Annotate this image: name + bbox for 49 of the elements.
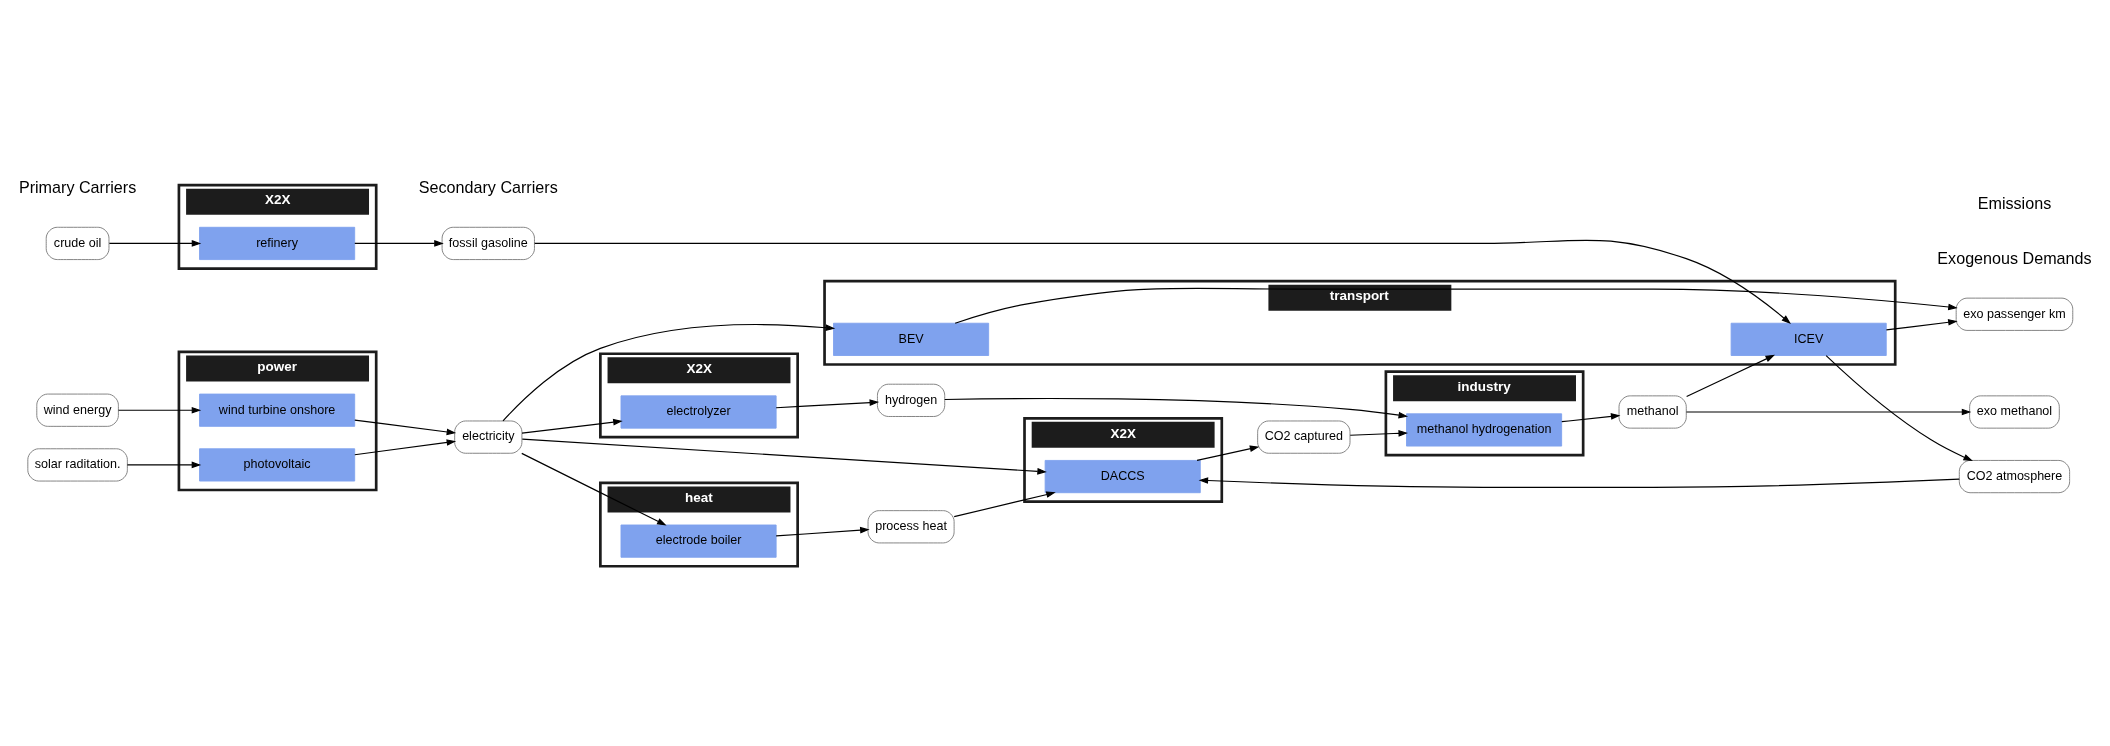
node-box: photovoltaic — [199, 448, 356, 482]
node-box: electrolyzer — [620, 395, 777, 429]
arrow — [1885, 319, 1958, 331]
arrow — [354, 240, 444, 247]
arrow — [775, 399, 880, 409]
arrow — [521, 452, 667, 526]
arrow — [1825, 355, 1973, 462]
arrow — [1349, 430, 1408, 437]
node-box: electrode boiler — [620, 524, 777, 558]
arrow — [521, 418, 623, 434]
arrow — [954, 287, 1958, 324]
arrow — [953, 491, 1056, 518]
arrow — [1196, 445, 1260, 461]
node-box: CO2 atmosphere — [1958, 460, 2071, 494]
arrow — [775, 526, 870, 537]
node-box: electricity — [454, 420, 523, 454]
node-box: exo methanol — [1969, 395, 2060, 429]
label: Exogenous Demands — [1937, 248, 2092, 267]
node-box: refinery — [199, 226, 356, 260]
label: Primary Carriers — [18, 177, 137, 196]
node-box: DACCS — [1044, 460, 1201, 494]
arrow — [1561, 413, 1621, 423]
arrow — [502, 324, 836, 422]
node-box: methanol — [1618, 395, 1687, 429]
node-box: crude oil — [45, 226, 110, 260]
node-box: BEV — [833, 322, 990, 356]
node-box: process heat — [867, 510, 955, 544]
arrow — [1198, 477, 1960, 488]
arrow — [126, 461, 202, 469]
node-box: hydrogen — [877, 383, 946, 417]
arrow — [1686, 354, 1775, 397]
node-box: wind turbine onshore — [199, 393, 356, 427]
arrow — [1685, 408, 1972, 416]
label: Emissions — [1977, 193, 2052, 212]
node-box: CO2 captured — [1257, 420, 1351, 454]
node-box: ICEV — [1730, 322, 1887, 356]
arrow — [521, 438, 1047, 475]
label: Secondary Carriers — [418, 177, 558, 196]
arrow — [944, 397, 1409, 419]
arrow — [108, 240, 202, 247]
node-box: methanol hydrogenation — [1406, 413, 1563, 447]
arrow — [354, 419, 457, 436]
arrow — [117, 406, 202, 414]
node-box: exo passenger km — [1955, 297, 2074, 331]
node-box: solar raditation. — [27, 448, 128, 482]
arrow — [534, 239, 1791, 325]
node-box: fossil gasoline — [441, 226, 535, 260]
node-box: wind energy — [36, 393, 119, 427]
arrow — [354, 439, 457, 456]
